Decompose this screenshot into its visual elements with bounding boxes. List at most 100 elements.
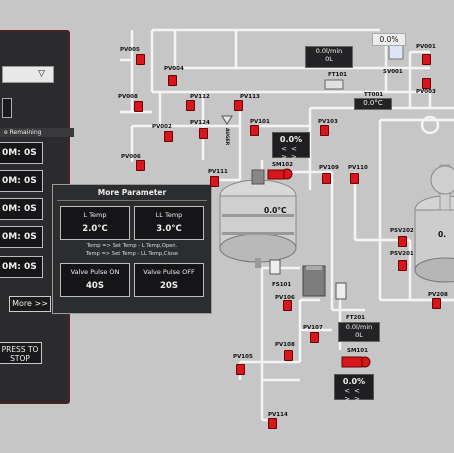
valve-pv112[interactable] [186,100,195,111]
flow-total-top: 0L [325,55,333,63]
tag-pv110: PV110 [348,165,368,171]
valve-pv004[interactable] [168,75,177,86]
control-bottom-arrows[interactable]: << >> [344,387,364,403]
valve-pv111[interactable] [210,176,219,187]
ll-temp-field[interactable]: LL Temp 3.0°C [134,206,204,240]
tag-tt001: TT001 [364,92,384,98]
temp-note-open: Temp => Set Temp - L Temp,Open. [86,243,178,249]
control-mid[interactable]: 0.0% << >> [272,132,310,161]
flow-readout-bottom: 0.0l/min 0L [338,322,380,342]
tag-sv001: SV001 [383,69,403,75]
chevron-down-icon: ▽ [38,69,45,79]
valve-pv103[interactable] [320,125,329,136]
mode-dropdown[interactable]: ▽ [2,66,54,83]
tt001-readout: 0.0°C [354,98,392,110]
divider [57,200,207,201]
tag-pv005: PV005 [120,47,140,53]
valve-pv124[interactable] [199,128,208,139]
control-mid-arrows[interactable]: << >> [281,145,301,161]
valve-psv201[interactable] [398,260,407,271]
control-bottom-percent: 0.0% [342,377,366,386]
remaining-header: e Remaining [0,128,74,137]
valve-pv113[interactable] [234,100,243,111]
more-parameter-panel: More Parameter L Temp 2.0°C LL Temp 3.0°… [52,184,212,314]
time-remaining-5: 0M: 0S [0,256,43,278]
tag-pv101: PV101 [250,119,270,125]
tag-pv008: PV008 [118,94,138,100]
tag-ft201: FT201 [346,315,365,321]
tag-pv124: PV124 [190,120,210,126]
flow-total-bottom: 0L [355,331,363,339]
tag-pv003: PV003 [416,89,436,95]
tag-pv002: PV002 [152,124,172,130]
valve-pv008[interactable] [134,101,143,112]
more-parameter-title: More Parameter [97,188,167,197]
tank-temperature: 0.0°C [264,206,287,215]
flow-rate-top: 0.0l/min [315,47,343,55]
valve-pulse-off-field[interactable]: Valve Pulse OFF 20S [134,263,204,297]
tag-fs101: FS101 [272,282,292,288]
valve-pv005[interactable] [136,54,145,65]
valve-pv208[interactable] [432,298,441,309]
valve-pv114[interactable] [268,418,277,429]
filter-vessel [302,265,326,297]
valve-pv110[interactable] [350,173,359,184]
valve-pv106[interactable] [283,300,292,311]
tag-ft101: FT101 [328,72,347,78]
valve-pulse-on-field[interactable]: Valve Pulse ON 40S [60,263,130,297]
auger-symbol [221,115,233,125]
tag-pv103: PV103 [318,119,338,125]
l-temp-label: L Temp [83,211,107,219]
temp-note-close: Temp => Set Temp - LL Temp,Close [85,251,178,257]
control-bottom[interactable]: 0.0% << >> [334,374,374,403]
l-temp-value: 2.0°C [82,224,108,234]
right-tank [414,164,454,283]
stop-button[interactable]: PRESS TO STOP [0,342,42,364]
valve-pulse-off-label: Valve Pulse OFF [143,268,195,276]
tag-pv006: PV006 [121,154,141,160]
tag-pv112: PV112 [190,94,210,100]
tag-sm101: SM101 [347,348,368,354]
valve-pv101[interactable] [250,125,259,136]
time-remaining-3: 0M: 0S [0,198,43,220]
reactor-tank [219,169,297,268]
time-remaining-1: 0M: 0S [0,142,43,164]
side-box [2,98,12,118]
tag-pv113: PV113 [240,94,260,100]
valve-pv107[interactable] [310,332,319,343]
flow-rate-bottom: 0.0l/min [345,323,373,331]
l-temp-field[interactable]: L Temp 2.0°C [60,206,130,240]
tag-pv109: PV109 [319,165,339,171]
valve-pv105[interactable] [236,364,245,375]
right-tank-readout: 0. [438,230,447,239]
control-mid-percent: 0.0% [279,135,303,144]
valve-psv202[interactable] [398,236,407,247]
tag-psv202: PSV202 [390,228,414,234]
sv001-percent: 0.0% [372,33,406,46]
valve-pv006[interactable] [136,160,145,171]
valve-pv109[interactable] [322,173,331,184]
valve-pulse-on-value: 40S [86,281,104,291]
tag-pv114: PV114 [268,412,288,418]
ll-temp-label: LL Temp [155,211,183,219]
time-remaining-2: 0M: 0S [0,170,43,192]
tag-auger: AUGER [224,128,229,146]
tag-pv004: PV004 [164,66,184,72]
tag-pv107: PV107 [303,325,323,331]
flow-readout-top: 0.0l/min 0L [305,46,353,68]
tag-sm102: SM102 [272,162,293,168]
valve-pv001[interactable] [422,54,431,65]
tag-psv201: PSV201 [390,251,414,257]
tag-pv108: PV108 [275,342,295,348]
tag-pv106: PV106 [275,295,295,301]
valve-pv002[interactable] [164,131,173,142]
valve-pulse-on-label: Valve Pulse ON [70,268,120,276]
valve-pv003[interactable] [422,78,431,89]
more-button[interactable]: More >> [9,296,51,312]
tag-pv208: PV208 [428,292,448,298]
valve-pulse-off-value: 20S [160,281,178,291]
tag-pv105: PV105 [233,354,253,360]
valve-pv108[interactable] [284,350,293,361]
time-remaining-4: 0M: 0S [0,226,43,248]
